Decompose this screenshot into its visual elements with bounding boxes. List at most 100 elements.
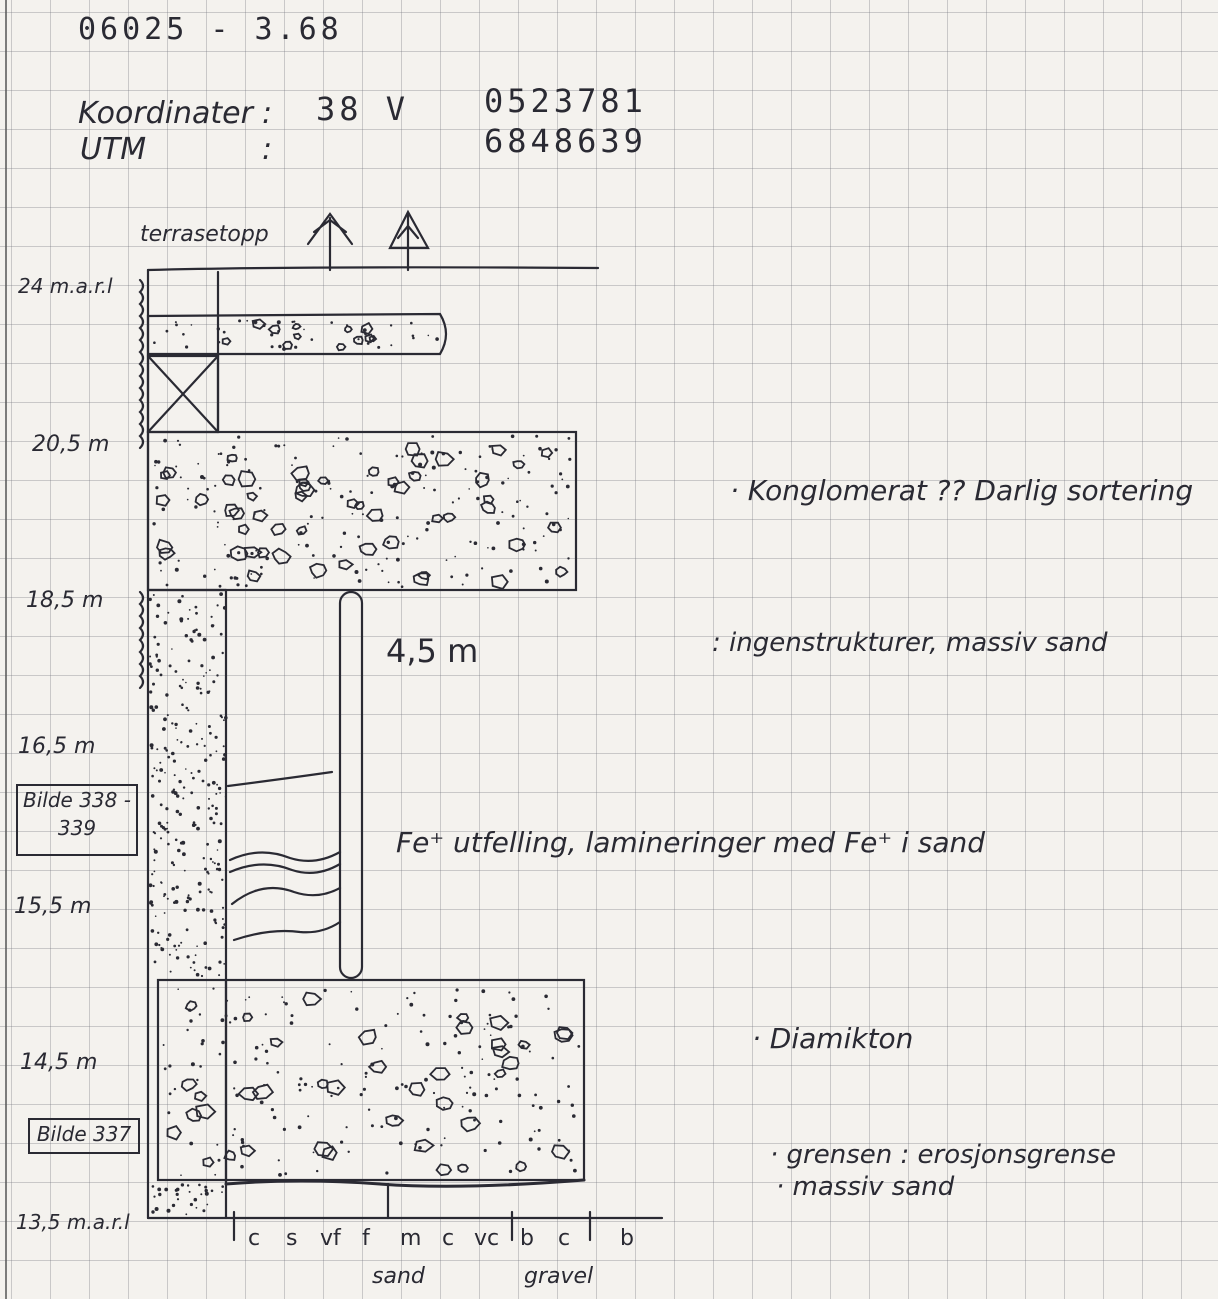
sand-grain-dot [167,1111,170,1114]
sand-grain-dot [522,543,525,546]
sand-grain-dot [169,1092,172,1095]
sand-grain-dot [511,435,515,439]
sand-grain-dot [158,944,160,946]
sand-grain-dot [196,682,199,685]
sand-grain-dot [206,1204,208,1206]
sand-grain-dot [204,868,207,871]
sand-grain-dot [395,1086,399,1090]
sand-grain-dot [298,544,300,546]
sand-grain-dot [154,961,157,964]
sand-grain-dot [195,954,197,956]
sand-grain-dot [176,810,180,814]
sand-grain-dot [191,324,193,326]
sand-grain-dot [177,739,179,741]
gravel-clast [492,445,506,455]
sand-grain-dot [167,1209,171,1213]
sand-grain-dot [240,1165,244,1169]
sand-grain-dot [168,1064,171,1067]
sand-grain-dot [223,923,226,926]
sand-grain-dot [567,1085,570,1088]
sand-grain-dot [214,485,216,487]
sand-grain-dot [388,581,390,583]
sand-grain-dot [197,806,201,810]
sand-grain-dot [214,569,216,571]
sand-grain-dot [192,777,195,780]
sand-grain-dot [187,709,189,711]
sand-grain-dot [189,638,192,641]
sand-grain-dot [189,897,192,900]
sand-grain-dot [165,807,168,810]
sand-grain-dot [355,1007,358,1010]
sand-grain-dot [199,1013,201,1015]
sand-grain-dot [464,1076,466,1078]
gravel-clast [327,1080,345,1094]
sand-grain-dot [205,672,207,674]
sand-grain-dot [385,1171,388,1174]
sand-grain-dot [469,1109,472,1112]
gravel-clast [437,1164,452,1175]
sand-grain-dot [157,643,160,646]
sand-grain-dot [539,1106,543,1110]
gravel-clast [360,544,377,555]
sand-grain-dot [197,633,201,637]
gravel-clast [516,1162,526,1172]
sand-grain-dot [155,915,157,917]
tree-icon [390,212,428,270]
sand-grain-dot [173,945,176,948]
sand-grain-dot [196,973,200,977]
gravel-clast [369,467,379,476]
sand-grain-dot [454,1034,458,1038]
sand-grain-dot [495,1087,498,1090]
sand-grain-dot [177,988,179,990]
gravel-clast [552,1145,569,1158]
sand-grain-dot [394,1116,398,1120]
sand-grain-dot [487,547,489,549]
gravel-clast [186,1109,201,1121]
sand-grain-dot [518,1094,522,1098]
sand-grain-dot [426,1128,429,1131]
sand-grain-dot [175,466,177,468]
sand-grain-dot [166,330,169,333]
sand-grain-dot [173,789,175,791]
sand-grain-dot [282,347,286,351]
sand-grain-dot [362,513,364,515]
sand-grain-dot [169,954,171,956]
sand-grain-dot [178,560,180,562]
gravel-clast [247,493,257,501]
sand-grain-dot [418,1146,422,1150]
sand-grain-dot [200,1193,202,1195]
sand-grain-dot [155,486,158,489]
sand-grain-dot [208,807,210,809]
sand-grain-dot [396,455,399,458]
sand-grain-dot [167,831,170,834]
sand-grain-dot [204,759,207,762]
sand-grain-dot [475,470,478,473]
sand-grain-dot [330,488,332,490]
sand-grain-dot [466,1092,468,1094]
sand-grain-dot [304,1083,307,1086]
sand-grain-dot [223,719,225,721]
sand-grain-dot [303,329,305,331]
sand-grain-dot [397,581,400,584]
sand-grain-dot [509,1170,512,1173]
gravel-clast [310,564,326,578]
fe-lamination [230,852,340,861]
gravel-clast [248,571,261,582]
sand-grain-dot [341,1063,343,1065]
sand-grain-dot [167,843,170,846]
sand-grain-dot [177,599,181,603]
sand-grain-dot [260,566,263,569]
sand-grain-dot [203,857,205,859]
sand-grain-dot [163,1044,165,1046]
sand-grain-dot [454,556,456,558]
sand-grain-dot [490,1034,492,1036]
sand-grain-dot [259,487,262,490]
sand-grain-dot [211,1190,214,1193]
sand-grain-dot [154,832,156,834]
sand-grain-dot [203,638,207,642]
sand-grain-dot [367,342,370,345]
sand-grain-dot [226,464,228,466]
fe-lamination [228,772,332,786]
sand-grain-dot [248,469,251,472]
sand-grain-dot [193,961,196,964]
